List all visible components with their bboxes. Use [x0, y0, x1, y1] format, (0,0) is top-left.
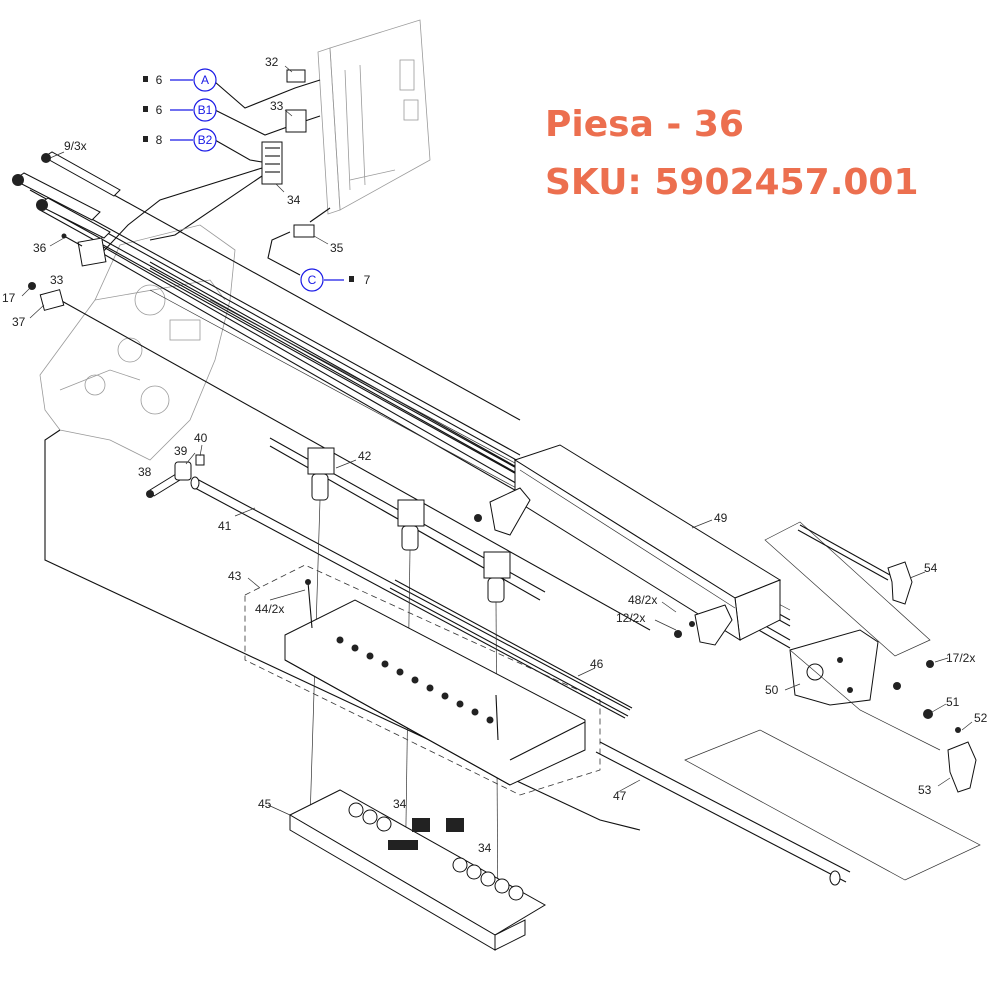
sku-label: SKU: 5902457.001	[545, 162, 919, 203]
callout-37: 37	[12, 315, 26, 329]
callout-33-top: 33	[270, 99, 284, 113]
callout-34-top: 34	[287, 193, 301, 207]
leader-lines	[21, 65, 973, 816]
knob-54	[764, 521, 931, 657]
callout-12: 12/2x	[616, 611, 645, 625]
rails	[29, 164, 791, 649]
side-frame	[39, 224, 236, 461]
callout-34-board-left: 34	[393, 797, 407, 811]
sensor-shaft-42	[269, 437, 546, 931]
clamp-33	[61, 233, 107, 267]
callout-35: 35	[330, 241, 344, 255]
callout-45: 45	[258, 797, 272, 811]
connector-c-letter: C	[308, 273, 317, 287]
connector-b1: B1 6	[143, 98, 217, 122]
callout-47: 47	[613, 789, 627, 803]
callout-44: 44/2x	[255, 602, 284, 616]
bolts-9	[12, 151, 121, 239]
handle-53	[947, 741, 977, 793]
part-title: Piesa - 36	[545, 104, 744, 145]
callout-48: 48/2x	[628, 593, 657, 607]
connector-c-qty: 7	[364, 273, 371, 287]
callout-46: 46	[590, 657, 604, 671]
callout-53: 53	[918, 783, 932, 797]
callout-labels: 32 33 34 35 9/3x 36 33 17 37 38 39 40 41…	[2, 55, 988, 855]
callout-34-board-right: 34	[478, 841, 492, 855]
connector-c: C 7	[300, 268, 371, 292]
callout-36: 36	[33, 241, 47, 255]
shaft-41	[190, 476, 631, 719]
side-plate-50	[789, 629, 941, 751]
callout-33-left: 33	[50, 273, 64, 287]
cable-loop	[44, 429, 641, 831]
subassembly-43	[244, 564, 601, 796]
bracket-48	[674, 604, 733, 646]
connector-b2-qty: 8	[156, 133, 163, 147]
callout-39: 39	[174, 444, 188, 458]
board-45	[288, 789, 546, 951]
nut-39-40	[174, 454, 205, 481]
callout-52: 52	[974, 711, 988, 725]
callout-32: 32	[265, 55, 279, 69]
bracket-49	[474, 487, 531, 536]
connector-b1-letter: B1	[198, 103, 213, 117]
connector-a-qty: 6	[156, 73, 163, 87]
callout-9: 9/3x	[64, 139, 87, 153]
housing-49	[513, 444, 782, 641]
screws-17-51	[893, 660, 961, 733]
connector-b2-letter: B2	[198, 133, 213, 147]
callout-40: 40	[194, 431, 208, 445]
control-board	[317, 19, 431, 215]
callout-50: 50	[765, 683, 779, 697]
callout-42: 42	[358, 449, 372, 463]
callout-38: 38	[138, 465, 152, 479]
connector-a-letter: A	[201, 73, 209, 87]
connector-b1-qty: 6	[156, 103, 163, 117]
rod-46	[389, 579, 633, 717]
connector-a: A 6	[143, 68, 217, 92]
callout-43: 43	[228, 569, 242, 583]
callout-54: 54	[924, 561, 938, 575]
callout-17-left: 17	[2, 291, 16, 305]
connector-wiring	[99, 69, 331, 276]
rod-47	[595, 729, 981, 886]
callout-41: 41	[218, 519, 232, 533]
callout-17-right: 17/2x	[946, 651, 975, 665]
connector-b2: B2 8	[143, 128, 217, 152]
callout-51: 51	[946, 695, 960, 709]
callout-49: 49	[714, 511, 728, 525]
